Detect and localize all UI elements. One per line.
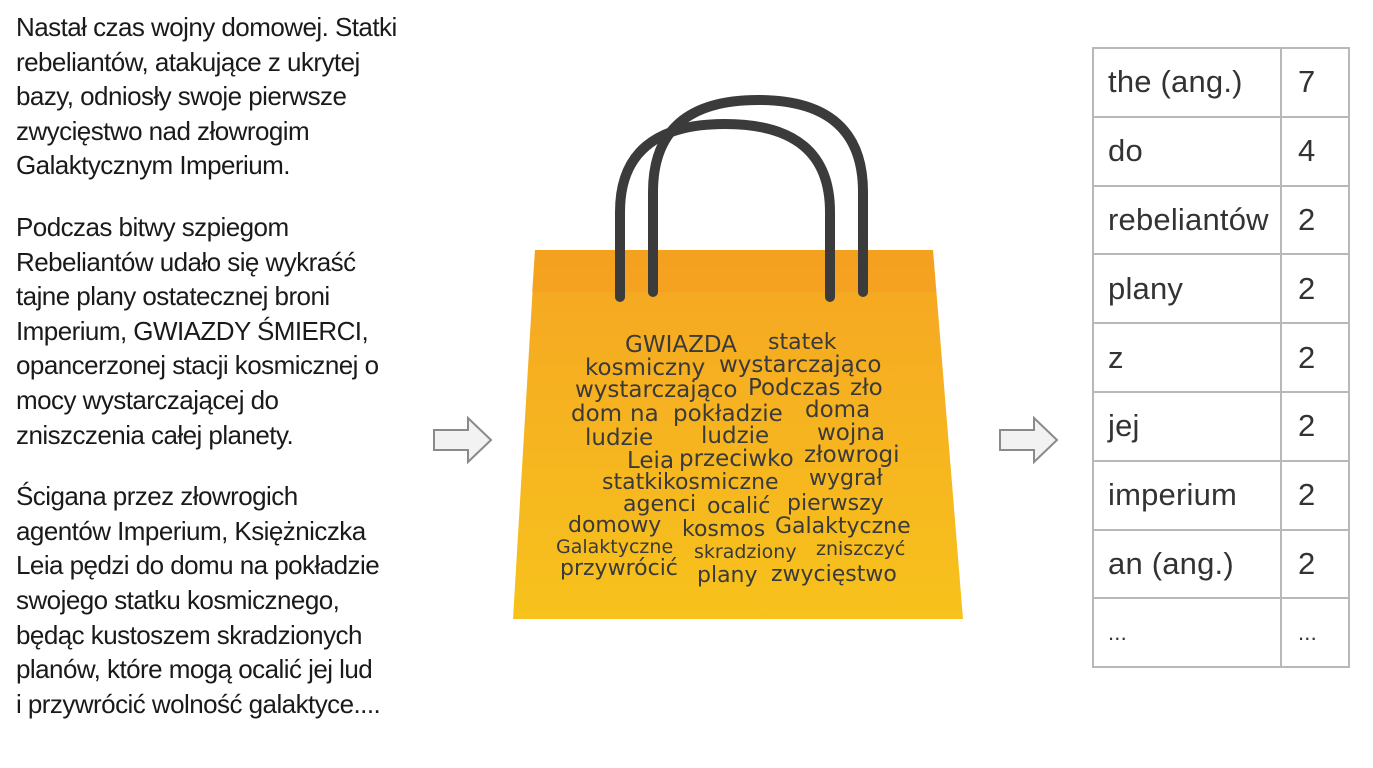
word-cell: an (ang.) bbox=[1092, 528, 1282, 600]
word-cell: rebeliantów bbox=[1092, 184, 1282, 256]
count-cell: 2 bbox=[1280, 390, 1350, 462]
story-line: będąc kustoszem skradzionych bbox=[16, 619, 362, 650]
count-cell: 2 bbox=[1280, 459, 1350, 531]
story-line: swojego statku kosmicznego, bbox=[16, 584, 340, 615]
story-line: planów, które mogą ocalić jej lud bbox=[16, 654, 373, 685]
table-row: z 2 bbox=[1092, 322, 1350, 393]
table-row: jej 2 bbox=[1092, 390, 1350, 462]
story-line: i przywrócić wolność galaktyce.... bbox=[16, 688, 381, 719]
cloud-word: domowy bbox=[568, 513, 662, 538]
story-paragraph-1: Nastał czas wojny domowej. Statki rebeli… bbox=[16, 10, 436, 183]
word-cell: ... bbox=[1092, 597, 1282, 669]
story-line: agentów Imperium, Księżniczka bbox=[16, 515, 366, 546]
cloud-word: plany bbox=[697, 563, 758, 588]
cloud-word: przywrócić bbox=[560, 556, 678, 581]
bag-of-words: GWIAZDA statek kosmiczny wystarczająco w… bbox=[505, 92, 971, 622]
story-paragraph-3: Ścigana przez złowrogich agentów Imperiu… bbox=[16, 479, 436, 721]
cloud-word: wojna bbox=[817, 420, 885, 446]
cloud-word: wygrał bbox=[809, 466, 883, 491]
story-paragraph-2: Podczas bitwy szpiegom Rebeliantów udało… bbox=[16, 210, 436, 452]
table-row: do 4 bbox=[1092, 115, 1350, 187]
table-row: the (ang.) 7 bbox=[1092, 47, 1350, 118]
arrow-shape bbox=[433, 415, 493, 465]
table-row: plany 2 bbox=[1092, 253, 1350, 325]
story-line: rebeliantów, atakujące z ukrytej bbox=[16, 46, 360, 77]
cloud-word: wystarczająco bbox=[575, 377, 738, 403]
count-cell: 7 bbox=[1280, 47, 1350, 118]
bag-body bbox=[513, 250, 963, 619]
count-cell: 2 bbox=[1280, 322, 1350, 393]
cloud-word: pierwszy bbox=[787, 491, 884, 516]
story-line: zwycięstwo nad złowrogim bbox=[16, 115, 310, 146]
cloud-word: ocalić bbox=[707, 494, 771, 519]
word-cell: do bbox=[1092, 115, 1282, 187]
cloud-word: statki bbox=[602, 470, 664, 495]
table-row: rebeliantów 2 bbox=[1092, 184, 1350, 256]
cloud-word: zwycięstwo bbox=[771, 562, 897, 587]
cloud-word: na bbox=[630, 401, 659, 427]
cloud-word: zniszczyć bbox=[816, 538, 906, 560]
cloud-word: Podczas bbox=[748, 375, 841, 401]
cloud-word: GWIAZDA bbox=[625, 332, 737, 358]
word-cell: imperium bbox=[1092, 459, 1282, 531]
story-line: mocy wystarczającej do bbox=[16, 384, 279, 415]
bag-handle-front bbox=[615, 118, 835, 302]
count-cell: 2 bbox=[1280, 528, 1350, 600]
bag-icon bbox=[513, 94, 963, 619]
cloud-word: doma bbox=[805, 397, 871, 423]
count-cell: 4 bbox=[1280, 115, 1350, 187]
story-line: bazy, odniosły swoje pierwsze bbox=[16, 81, 347, 112]
cloud-word: złowrogi bbox=[804, 442, 900, 468]
story-line: Leia pędzi do domu na pokładzie bbox=[16, 550, 380, 581]
cloud-word: ludzie bbox=[701, 423, 770, 449]
word-cloud: GWIAZDA statek kosmiczny wystarczająco w… bbox=[505, 92, 971, 622]
right-arrow-icon bbox=[433, 415, 493, 465]
word-frequency-table: the (ang.) 7 do 4 rebeliantów 2 plany 2 … bbox=[1092, 47, 1350, 669]
cloud-word: kosmiczne bbox=[663, 470, 779, 495]
bag-handle-back bbox=[648, 94, 868, 297]
cloud-word: agenci bbox=[623, 492, 697, 517]
table-row: ... ... bbox=[1092, 597, 1350, 669]
cloud-word: dom bbox=[571, 401, 623, 427]
story-line: Rebeliantów udało się wykraść bbox=[16, 246, 356, 277]
word-cell: z bbox=[1092, 322, 1282, 393]
story-line: opancerzonej stacji kosmicznej o bbox=[16, 350, 379, 381]
word-cell: plany bbox=[1092, 253, 1282, 325]
story-line: Podczas bitwy szpiegom bbox=[16, 211, 289, 242]
cloud-word: statek bbox=[768, 330, 837, 355]
cloud-word: Leia bbox=[627, 448, 675, 474]
word-cell: the (ang.) bbox=[1092, 47, 1282, 118]
cloud-word: przeciwko bbox=[679, 446, 794, 472]
cloud-word: skradziony bbox=[694, 541, 797, 563]
count-cell: 2 bbox=[1280, 184, 1350, 256]
cloud-word: kosmos bbox=[682, 517, 766, 542]
cloud-word: kosmiczny bbox=[585, 355, 706, 381]
table-row: imperium 2 bbox=[1092, 459, 1350, 531]
cloud-word: Galaktyczne bbox=[556, 536, 674, 558]
cloud-word: pokładzie bbox=[673, 401, 783, 427]
table-row: an (ang.) 2 bbox=[1092, 528, 1350, 600]
count-cell: ... bbox=[1280, 597, 1350, 669]
arrow-shape bbox=[999, 415, 1059, 465]
story-line: tajne plany ostatecznej broni bbox=[16, 281, 330, 312]
story-text: Nastał czas wojny domowej. Statki rebeli… bbox=[16, 10, 436, 748]
story-line: Imperium, GWIAZDY ŚMIERCI, bbox=[16, 315, 369, 346]
count-cell: 2 bbox=[1280, 253, 1350, 325]
cloud-word: zło bbox=[850, 375, 883, 401]
story-line: Galaktycznym Imperium. bbox=[16, 150, 291, 181]
cloud-word: Galaktyczne bbox=[775, 514, 911, 539]
cloud-word: ludzie bbox=[585, 425, 654, 451]
cloud-word: wystarczająco bbox=[719, 352, 882, 378]
right-arrow-icon bbox=[999, 415, 1059, 465]
story-line: Ścigana przez złowrogich bbox=[16, 481, 298, 512]
word-cell: jej bbox=[1092, 390, 1282, 462]
story-line: Nastał czas wojny domowej. Statki bbox=[16, 12, 397, 42]
story-line: zniszczenia całej planety. bbox=[16, 419, 294, 450]
